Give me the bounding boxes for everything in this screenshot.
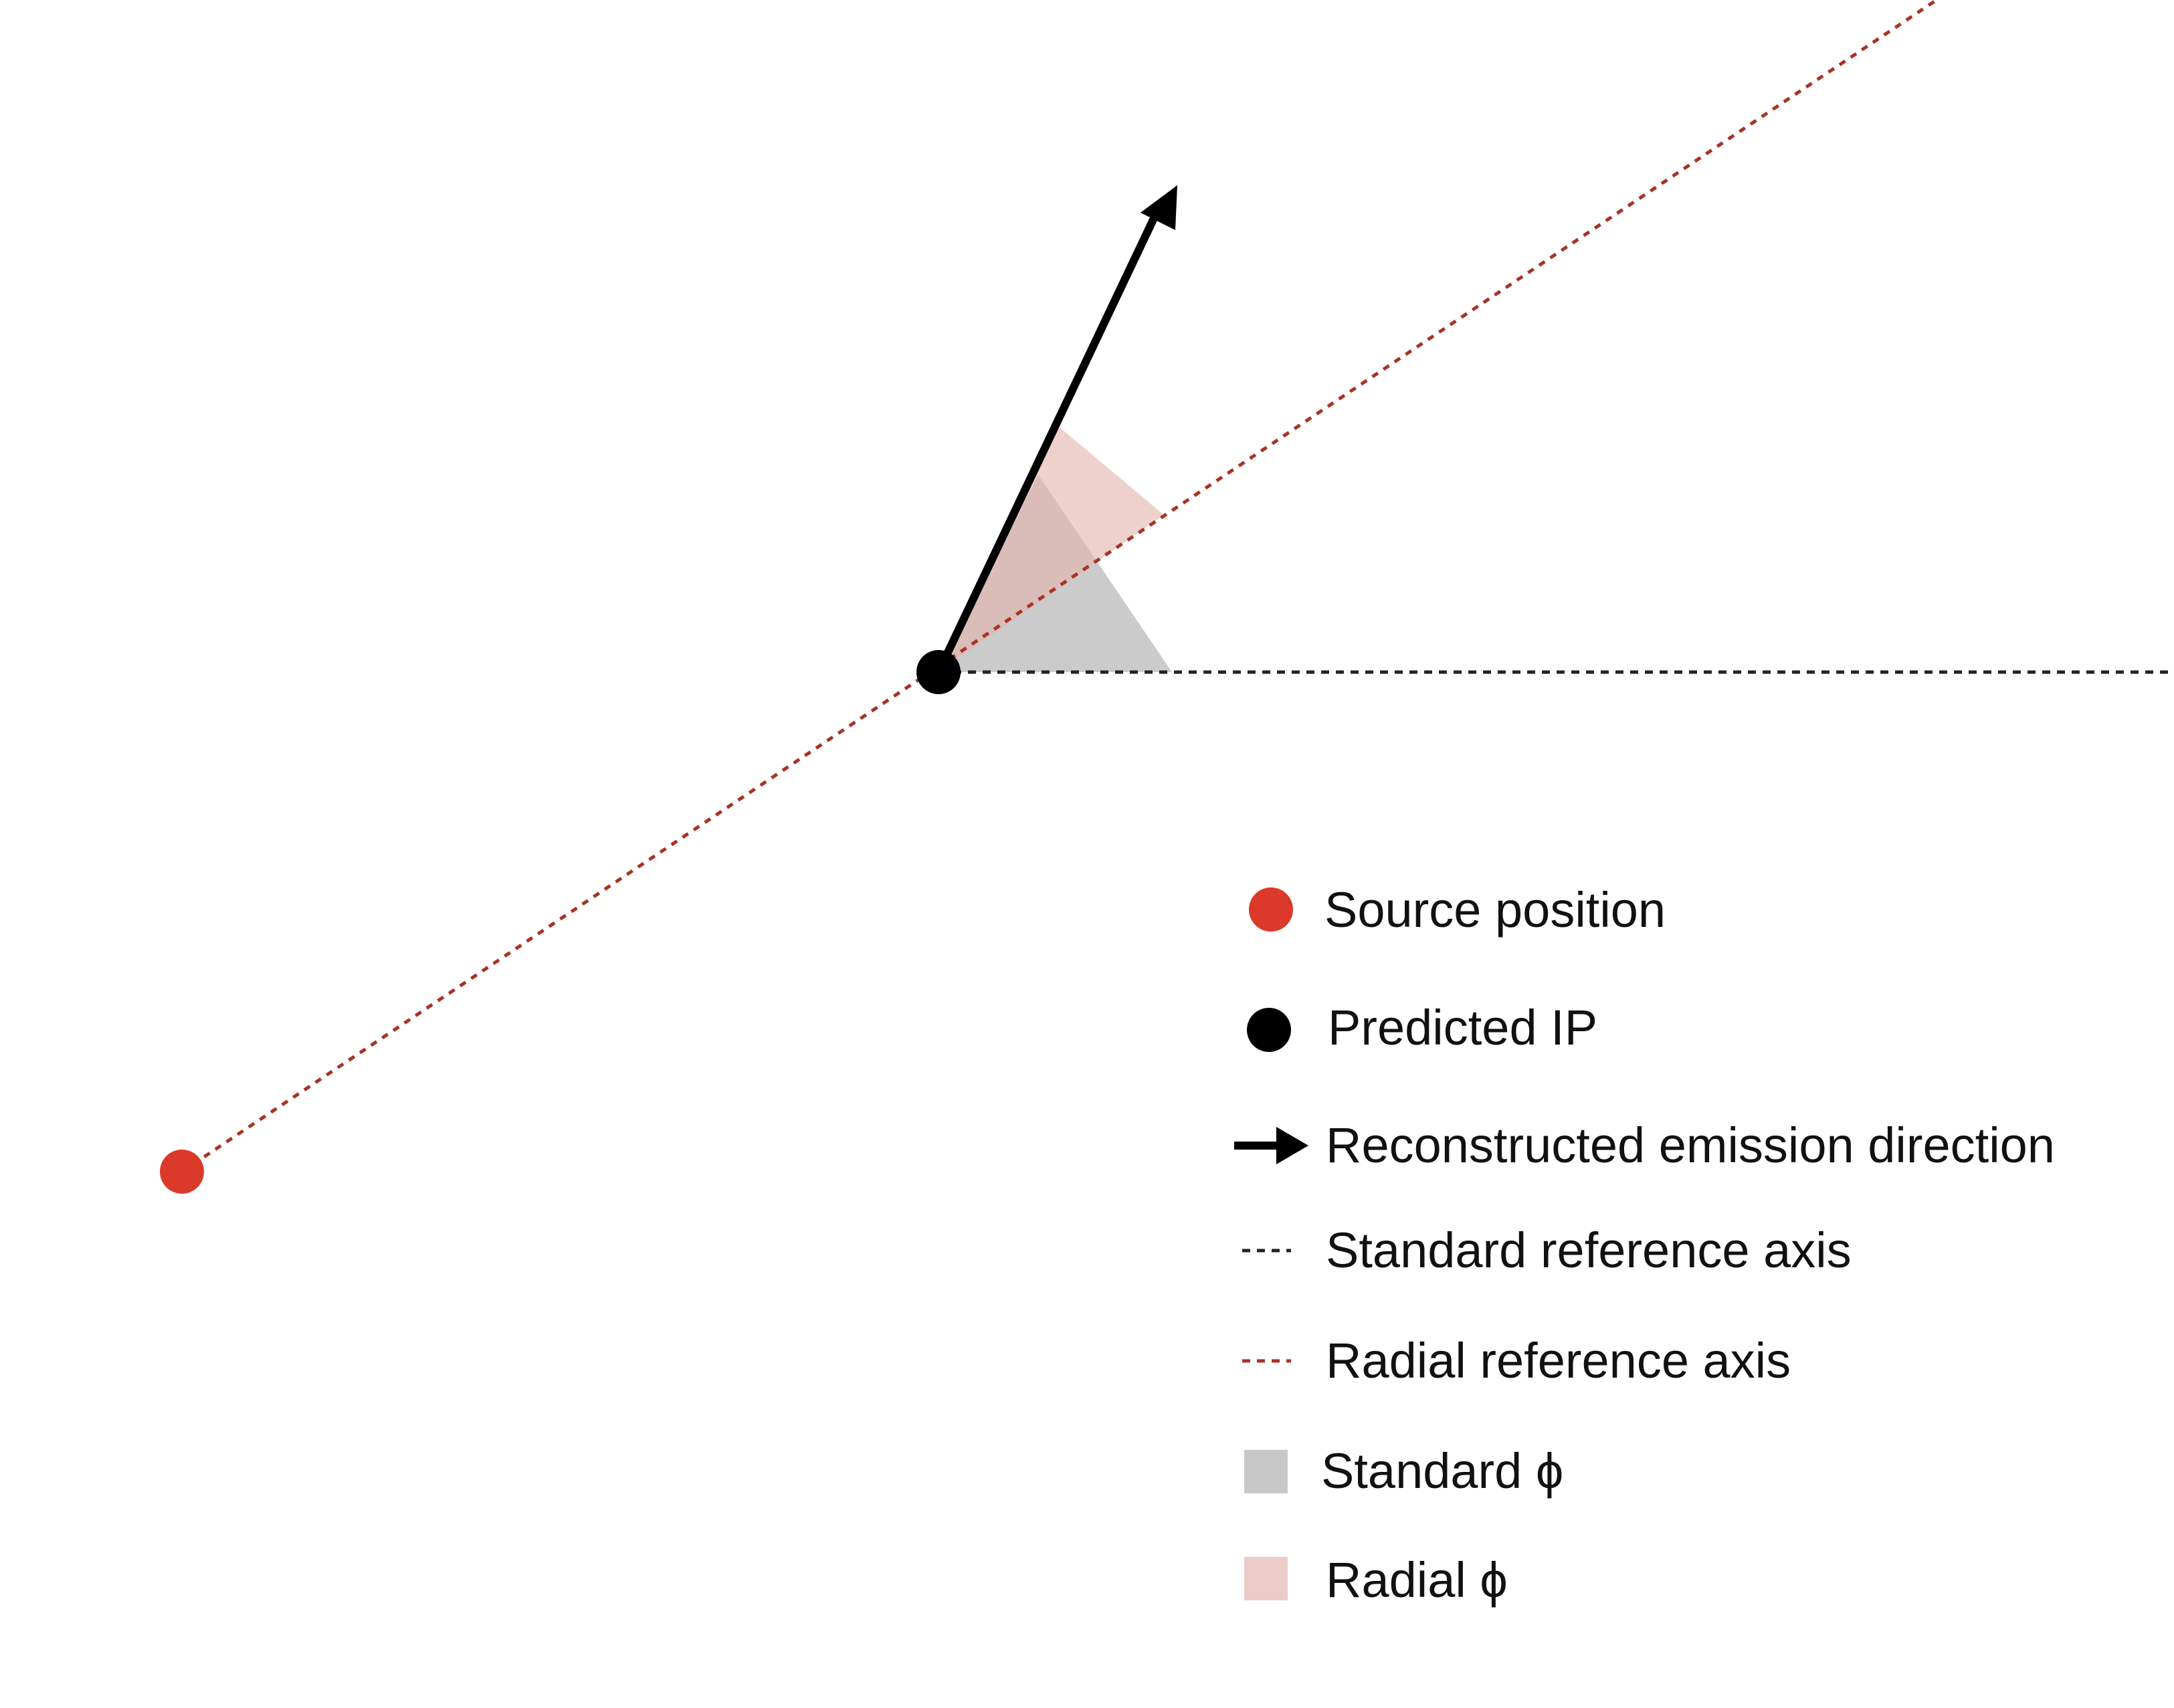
predicted-ip-point — [916, 650, 961, 694]
legend-label: Predicted IP — [1328, 1000, 1597, 1055]
legend-gray-square-icon — [1244, 1450, 1288, 1493]
source-position-point — [160, 1150, 204, 1194]
legend-item-source-position: Source position — [1249, 882, 1666, 938]
legend-item-predicted-ip: Predicted IP — [1247, 1000, 1597, 1055]
legend-red-dot-icon — [1249, 887, 1293, 932]
legend-item-standard-phi: Standard ϕ — [1244, 1443, 1563, 1499]
legend-label: Radial ϕ — [1326, 1552, 1508, 1608]
emission-direction-arrowhead — [1141, 185, 1177, 230]
legend-label: Standard reference axis — [1326, 1222, 1852, 1278]
legend-pink-square-icon — [1244, 1557, 1288, 1600]
emission-direction-arrow-shaft — [934, 212, 1160, 674]
legend-item-standard-reference-axis: Standard reference axis — [1242, 1222, 1852, 1278]
legend-arrowhead-icon — [1276, 1127, 1308, 1164]
legend-label: Reconstructed emission direction — [1326, 1117, 2055, 1173]
legend-item-radial-phi: Radial ϕ — [1244, 1552, 1508, 1608]
legend-black-dot-icon — [1247, 1008, 1291, 1052]
legend-item-emission-direction: Reconstructed emission direction — [1234, 1117, 2055, 1173]
legend: Source position Predicted IP Reconstruct… — [1234, 882, 2055, 1608]
legend-label: Radial reference axis — [1326, 1333, 1791, 1388]
legend-label: Standard ϕ — [1321, 1443, 1563, 1499]
radial-phi-wedge — [938, 427, 1164, 672]
radial-reference-axis — [181, 0, 1938, 1174]
legend-label: Source position — [1324, 882, 1666, 938]
legend-item-radial-reference-axis: Radial reference axis — [1242, 1333, 1791, 1388]
